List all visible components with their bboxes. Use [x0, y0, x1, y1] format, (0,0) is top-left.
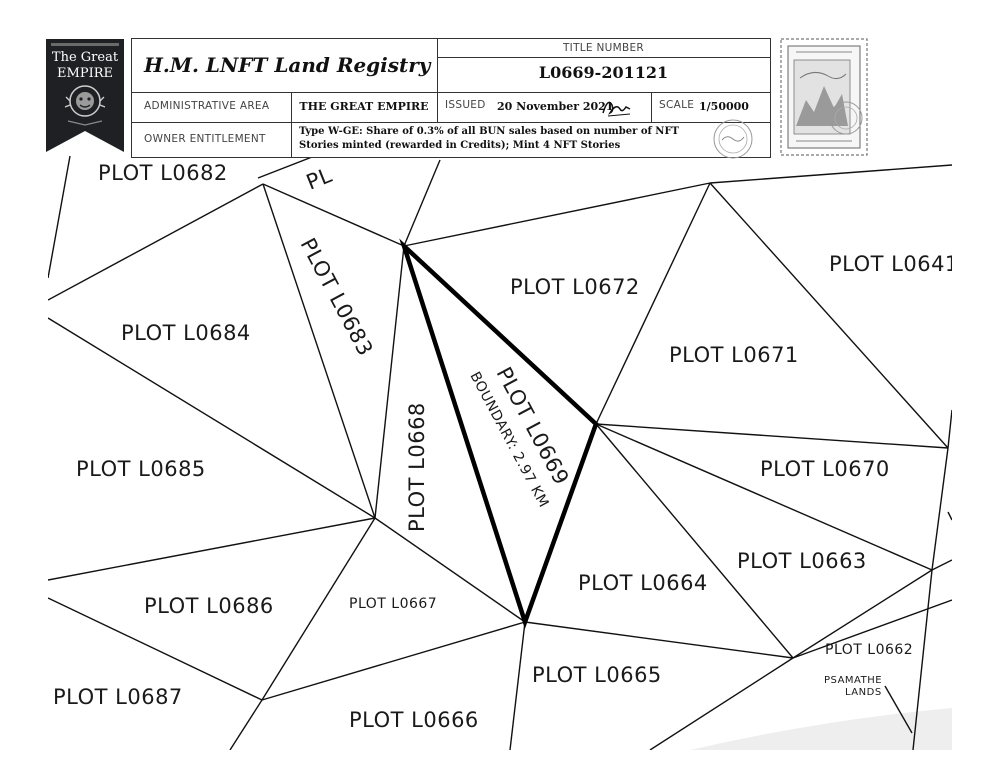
ribbon-line-2: EMPIRE: [57, 66, 113, 81]
ribbon-line-1: The Great: [52, 50, 119, 65]
empire-ribbon-badge: The Great EMPIRE: [46, 39, 124, 152]
issued-label: ISSUED: [445, 99, 486, 111]
psamathe-lands-area: [690, 708, 952, 750]
issued-date: 20 November 2021: [497, 100, 614, 113]
scale-label: SCALE: [659, 99, 695, 111]
scale-value: 1/50000: [699, 100, 749, 113]
plot-label-cut: PL: [303, 163, 336, 195]
plot-label-l0667: PLOT L0667: [349, 596, 437, 612]
plot-label-l0641: PLOT L0641: [829, 252, 959, 276]
lion-crest-icon: [64, 85, 106, 117]
plot-label-l0684: PLOT L0684: [121, 321, 251, 345]
plot-label-l0682: PLOT L0682: [98, 161, 228, 185]
signature-icon: [602, 101, 631, 117]
plot-label-l0671: PLOT L0671: [669, 343, 799, 367]
highlighted-plot-l0669: [399, 238, 599, 629]
registry-title: H.M. LNFT Land Registry: [144, 53, 431, 77]
plot-boundaries: [48, 156, 952, 750]
plot-label-l0683: PLOT L0683: [296, 234, 378, 360]
plot-label-l0670: PLOT L0670: [760, 457, 890, 481]
postage-stamp-icon: [780, 38, 868, 156]
plot-label-l0666: PLOT L0666: [349, 708, 479, 732]
plot-label-l0672: PLOT L0672: [510, 275, 640, 299]
administrative-area: THE GREAT EMPIRE: [299, 100, 429, 113]
plot-label-l0664: PLOT L0664: [578, 571, 708, 595]
seal-icon: [713, 119, 753, 159]
plot-label-l0668: PLOT L0668: [405, 402, 429, 532]
title-number-label: TITLE NUMBER: [562, 42, 645, 54]
plot-label-l0665: PLOT L0665: [532, 663, 662, 687]
land-registry-header: H.M. LNFT Land Registry TITLE NUMBER L06…: [131, 38, 771, 159]
owner-entitlement: Type W-GE: Share of 0.3% of all BUN sale…: [299, 126, 679, 151]
owner-entitlement-label: OWNER ENTITLEMENT: [144, 133, 266, 145]
plot-label-l0687: PLOT L0687: [53, 685, 183, 709]
plot-label-l0686: PLOT L0686: [144, 594, 274, 618]
administrative-area-label: ADMINISTRATIVE AREA: [144, 100, 270, 112]
plot-label-l0663: PLOT L0663: [737, 549, 867, 573]
plot-label-l0662: PLOT L0662: [825, 642, 913, 658]
title-number: L0669-201121: [538, 63, 669, 82]
plot-label-l0685: PLOT L0685: [76, 457, 206, 481]
region-label-line1: PSAMATHE: [824, 675, 882, 686]
region-label-line2: LANDS: [845, 687, 882, 698]
